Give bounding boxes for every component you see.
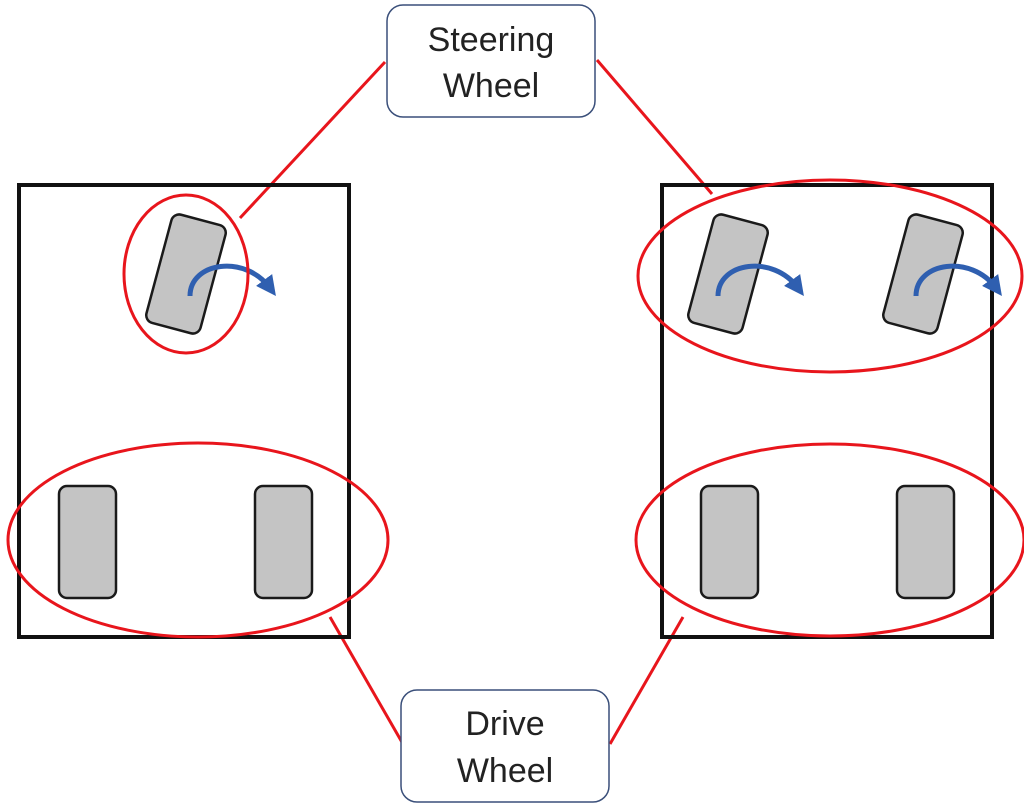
connector-steering-right (595, 59, 714, 195)
drive-wheel-label: Drive Wheel (400, 689, 610, 803)
label-line-1: Steering (428, 21, 555, 59)
label-box (386, 4, 596, 118)
front-steering-wheel (145, 213, 227, 335)
four-wheel-chassis (634, 178, 1024, 639)
label-box (400, 689, 610, 803)
rear-left-drive-wheel (699, 484, 760, 600)
drive-highlight-ellipse (634, 442, 1024, 638)
tricycle-chassis (6, 183, 390, 639)
steering-wheel-label: Steering Wheel (386, 4, 596, 118)
label-line-1: Drive (465, 705, 544, 743)
steering-highlight-ellipse (122, 193, 250, 355)
front-right-steering-wheel (882, 213, 964, 335)
steer-arrow-icon (187, 263, 276, 297)
connector-steering-left (238, 60, 387, 220)
label-line-2: Wheel (443, 67, 539, 105)
rear-left-drive-wheel (57, 484, 118, 600)
connector-lines (238, 59, 714, 745)
rear-right-drive-wheel (895, 484, 956, 600)
drive-highlight-ellipse (6, 441, 390, 639)
steer-arrow-icon (715, 263, 804, 297)
label-line-2: Wheel (457, 752, 553, 790)
steer-arrow-icon (913, 263, 1002, 297)
rear-right-drive-wheel (253, 484, 314, 600)
steering-highlight-ellipse (636, 178, 1024, 374)
